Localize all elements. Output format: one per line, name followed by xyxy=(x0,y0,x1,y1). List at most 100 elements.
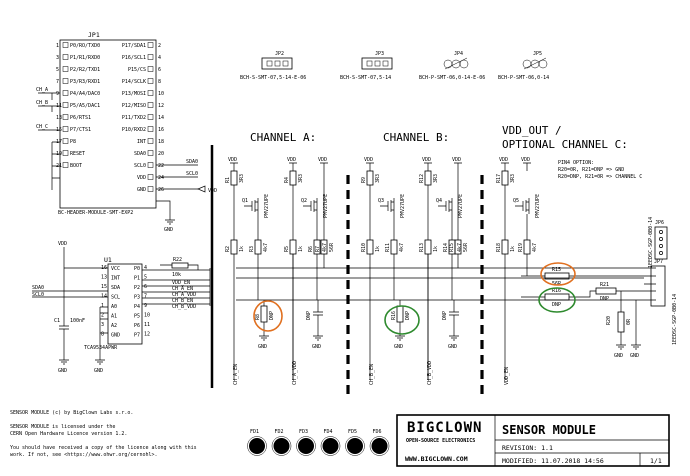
resistor-value: 4k7 xyxy=(322,243,328,252)
header-pin-square xyxy=(147,174,154,180)
u1-left-num: 8 xyxy=(101,332,104,338)
u1-left-num: 13 xyxy=(101,275,107,281)
fiducial-dot xyxy=(249,438,265,454)
header-right-pin-num: 24 xyxy=(158,175,164,181)
vdd-label: VDD xyxy=(452,157,461,163)
license-line-2: SENSOR MODULE is licensed under the xyxy=(10,424,115,430)
vdd-rail xyxy=(424,162,432,171)
fiducial-dot xyxy=(273,438,290,454)
channel-en-label: CH_B_EN xyxy=(369,364,375,385)
resistor-value: 4k7 xyxy=(263,243,269,252)
u1-left-num: 1 xyxy=(101,303,104,309)
jp7-body xyxy=(650,265,666,307)
header-left-pin-num: 3 xyxy=(56,55,59,61)
bus-lines xyxy=(236,267,644,301)
channel-c-title-2: OPTIONAL CHANNEL C: xyxy=(502,138,628,151)
r21-ref: R21 xyxy=(600,282,609,288)
header-pin-square xyxy=(62,90,69,96)
u1-right-pin: P7 xyxy=(134,333,140,339)
jumper-name: BCH-S-SMT-07,5-14-E-06 xyxy=(240,75,306,81)
u1-vdd: VDD xyxy=(58,241,67,247)
resistor xyxy=(230,170,238,186)
pin4-note-1: PIN4 OPTION: xyxy=(558,160,594,166)
u1-ref: U1 xyxy=(104,256,112,264)
fiducial-label: FD2 xyxy=(275,429,284,435)
u1-right-pin: P2 xyxy=(134,285,140,291)
vdd-label: VDD xyxy=(318,157,327,163)
brand-tagline: OPEN-SOURCE ELECTRONICS xyxy=(406,438,475,444)
resistor xyxy=(366,170,374,186)
jumper-pad xyxy=(459,59,469,69)
header-right-pin-label: P16/SCL1 xyxy=(122,55,146,61)
jumper-body xyxy=(361,57,393,70)
fiducial-label: FD1 xyxy=(250,429,259,435)
license-line-5: work. If not, see <https://www.ohwr.org/… xyxy=(10,452,158,458)
u1-right-pin: P1 xyxy=(134,276,140,282)
net-ch-c: CH_C xyxy=(36,124,48,130)
header-pin-square xyxy=(62,126,69,132)
header-right-pin-num: 16 xyxy=(158,127,164,133)
vdd-label: VDD xyxy=(287,157,296,163)
u1-scl0: SCL0 xyxy=(32,292,44,298)
vdd-rail xyxy=(289,162,297,171)
header-pin-square xyxy=(147,102,154,108)
channel-b-title: CHANNEL B: xyxy=(383,131,449,144)
header-left-pin-num: 13 xyxy=(56,115,62,121)
jp7-ref: JP7 xyxy=(654,259,663,265)
resistor-value: 4k7 xyxy=(532,243,538,252)
resistor-value: 4k7 xyxy=(457,243,463,252)
resistor-value: 3R3 xyxy=(239,174,245,183)
mosfet-ref: Q1 xyxy=(242,198,248,204)
header-left-pin-label: P5/A5/DAC1 xyxy=(70,103,100,109)
u1-right-num: 7 xyxy=(144,294,147,300)
mosfet-ref: Q2 xyxy=(301,198,307,204)
u1-left-pin: GND xyxy=(111,333,120,339)
header-left-pin-label: RESET xyxy=(70,151,85,157)
header-pin-square xyxy=(147,90,154,96)
resistor-value: 1k xyxy=(239,246,245,252)
u1-left-num: 2 xyxy=(101,313,104,319)
resistor-ref: R10 xyxy=(361,243,367,252)
r20-resistor xyxy=(617,311,625,333)
vdd-rail xyxy=(523,162,531,171)
mosfet xyxy=(438,198,453,214)
header-right-pin-label: P11/TXD2 xyxy=(122,115,146,121)
jumper-pad xyxy=(451,59,461,69)
fiducial-dot xyxy=(322,438,339,454)
header-right-pin-num: 2 xyxy=(158,43,161,49)
resistor xyxy=(289,170,297,186)
header-gnd: GND xyxy=(164,227,173,233)
cap-value: 100nF xyxy=(70,318,85,324)
jp6-ref: JP6 xyxy=(655,220,664,226)
header-right-pin-label: P12/MISO xyxy=(122,103,146,109)
header-right-pin-label: SCL0 xyxy=(134,163,146,169)
vdd-label: VDD xyxy=(521,157,530,163)
ground-symbol xyxy=(259,335,269,341)
channel-vdd-label: CH_A_VDD xyxy=(292,361,298,385)
header-right-pin-label: P10/RXD2 xyxy=(122,127,146,133)
channel-vdd-label: CH_B_VDD xyxy=(427,361,433,385)
jumper-pad xyxy=(366,60,373,67)
u1-net-vdd-en: VDD_EN xyxy=(172,280,190,286)
resistor-ref: R1 xyxy=(225,177,231,183)
resistor-value: 1k xyxy=(375,246,381,252)
header-pin-square xyxy=(62,114,69,120)
u1-net-ch-b-en: CH_B_EN xyxy=(172,298,193,304)
resistor-ref: R13 xyxy=(419,243,425,252)
vdd-label: VDD xyxy=(364,157,373,163)
header-left-pin-label: P2/R2/TXD1 xyxy=(70,67,100,73)
u1-net-10k: 10k xyxy=(172,272,181,278)
header-pin-square xyxy=(147,78,154,84)
resistor-ref: R9 xyxy=(361,177,367,183)
fiducial-ring xyxy=(369,436,390,456)
resistor-value: 3R3 xyxy=(298,174,304,183)
vdd-label: VDD xyxy=(228,157,237,163)
header-pin-square xyxy=(147,54,154,60)
header-right-pin-label: INT xyxy=(137,139,146,145)
r15-value: 56R xyxy=(552,281,562,287)
header-pin-square xyxy=(147,138,154,144)
resistor xyxy=(289,239,297,255)
u1-left-pin: SDA xyxy=(111,285,120,291)
